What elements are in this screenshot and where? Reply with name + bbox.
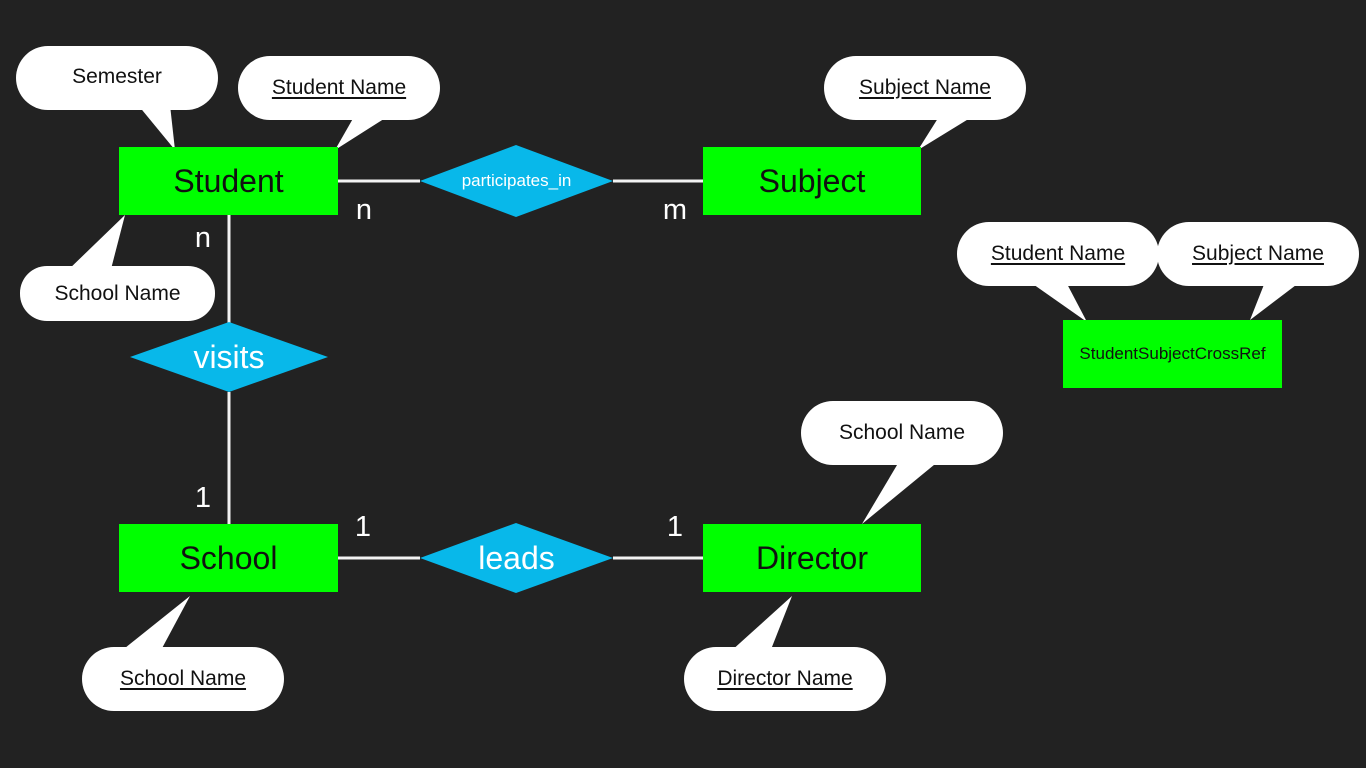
attribute-student-school-name: School Name — [54, 281, 181, 305]
cardinality-student-visits: n — [194, 222, 212, 254]
attribute-crossref-student-name: Student Name — [990, 242, 1126, 265]
relationship-leads: leads — [478, 539, 555, 576]
box-subject — [703, 147, 921, 215]
entity-school: School — [179, 539, 278, 576]
entity-director: Director — [755, 539, 868, 576]
bubble-subject-name — [824, 56, 1026, 120]
tail-student-semester — [138, 105, 175, 150]
tail-crossref-subject-name — [1250, 282, 1300, 320]
tail-director-school-name — [862, 460, 940, 524]
entity-student: Student — [173, 162, 284, 199]
tail-director-name — [730, 596, 792, 652]
tail-subject-name — [918, 115, 975, 150]
relationship-participates-in: participates_in — [461, 171, 572, 190]
bubble-school-name — [82, 647, 284, 711]
relationship-visits: visits — [193, 338, 265, 375]
attribute-crossref-subject-name: Subject Name — [1192, 242, 1324, 265]
box-cross-ref — [1063, 320, 1282, 388]
cardinality-school-leads: 1 — [354, 511, 372, 543]
bubble-director-school-name — [801, 401, 1003, 465]
tail-student-school-name — [65, 215, 125, 273]
cardinality-student-participates: n — [355, 194, 373, 226]
cardinality-director-leads: 1 — [666, 511, 684, 543]
diamond-visits — [130, 322, 328, 392]
attribute-school-name: School Name — [119, 667, 247, 690]
diamond-leads — [420, 523, 613, 593]
attribute-student-name: Student Name — [271, 76, 407, 99]
diamond-participates-in — [420, 145, 613, 217]
attribute-director-name: Director Name — [717, 667, 853, 690]
entity-subject: Subject — [758, 162, 866, 199]
box-student — [119, 147, 338, 215]
attribute-subject-name: Subject Name — [859, 76, 991, 99]
tail-student-name — [335, 115, 390, 150]
attribute-semester: Semester — [72, 65, 162, 88]
cardinality-school-visits: 1 — [194, 482, 212, 514]
attribute-director-school-name: School Name — [838, 421, 966, 444]
tail-school-name — [120, 596, 190, 652]
box-school — [119, 524, 338, 592]
cardinality-subject-participates: m — [662, 194, 688, 226]
bubble-crossref-subject-name — [1157, 222, 1359, 286]
bubble-student-name — [238, 56, 440, 120]
box-director — [703, 524, 921, 592]
bubble-student-semester — [16, 46, 218, 110]
bubble-student-school-name — [20, 266, 215, 321]
entity-cross-ref: StudentSubjectCrossRef — [1079, 344, 1266, 363]
bubble-director-name — [684, 647, 886, 711]
bubble-crossref-student-name — [957, 222, 1159, 286]
tail-crossref-student-name — [1030, 282, 1087, 322]
